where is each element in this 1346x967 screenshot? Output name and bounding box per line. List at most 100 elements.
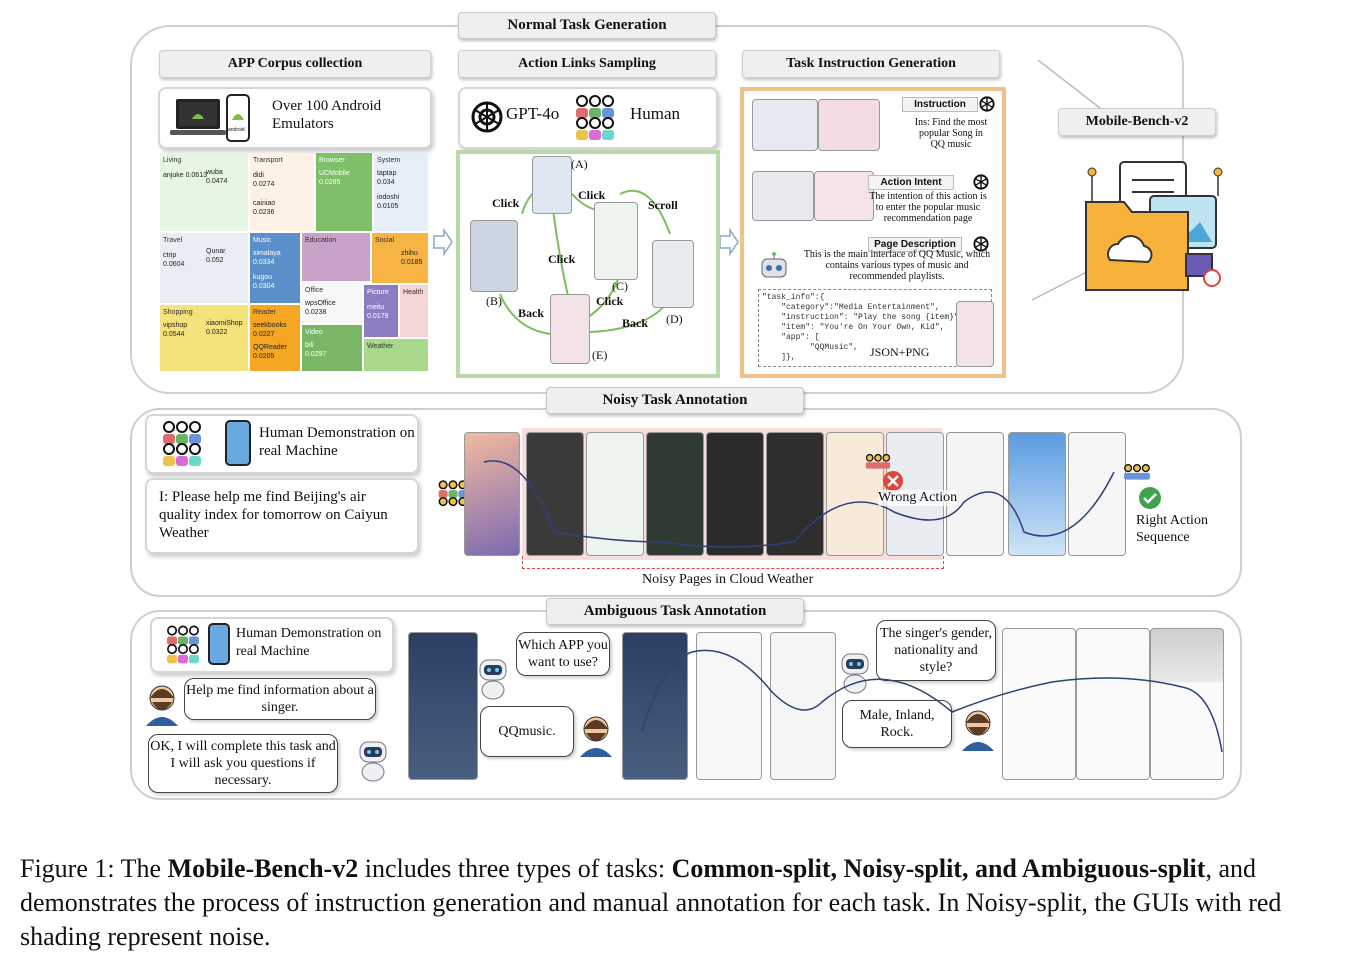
noisy-screen-11	[1068, 432, 1126, 556]
robot-icon	[359, 741, 387, 782]
folder-icon	[1085, 161, 1223, 291]
stage-arrow-2	[719, 228, 739, 256]
intent-text: The intention of this action is to enter…	[869, 191, 987, 224]
tg-screen-2	[818, 99, 880, 151]
phone-icon	[208, 623, 230, 665]
tm-transport: Transport didi 0.0274 cainiao 0.0236	[250, 153, 314, 231]
tm-travel: Travel ctrip 0.0604 Qunar 0.052	[160, 233, 248, 303]
noisy-screen-7	[826, 432, 884, 556]
bot-bubble-1: OK, I will complete this task and I will…	[148, 734, 338, 793]
label-b: (B)	[486, 294, 502, 308]
human-label: Human	[630, 104, 681, 123]
robot-icon	[761, 252, 787, 278]
noisy-trajectory	[483, 460, 1115, 548]
emulator-card: android Over 100 Android Emulators	[158, 87, 432, 149]
noisy-screen-5	[706, 432, 764, 556]
people-icon	[167, 625, 199, 664]
noisy-instruction-text: I: Please help me find Beijing's air qua…	[159, 489, 388, 541]
gpt-label: GPT-4o	[506, 104, 560, 123]
ambiguous-section-title: Ambiguous Task Annotation	[546, 598, 804, 625]
amb-screen-1	[408, 632, 478, 780]
openai-icon-3	[973, 236, 989, 252]
page-desc-text: This is the main interface of QQ Music, …	[803, 249, 991, 282]
phone-icon	[226, 94, 250, 142]
user-bubble-1: Help me find information about a singer.	[184, 678, 376, 720]
tm-office: Office wpsOffice 0.0238	[302, 283, 362, 323]
label-c: (C)	[612, 279, 628, 293]
noisy-pages-bracket	[522, 556, 944, 569]
edge-label-click-3: Click	[548, 252, 576, 266]
tm-video: Video bili 0.0297	[302, 325, 362, 371]
json-line-2: "category":"Media Entertainment",	[762, 303, 940, 312]
wrong-action-label: Wrong Action	[878, 490, 958, 506]
phone-icon	[225, 420, 251, 466]
ambiguous-human-text: Human Demonstration on real Machine	[236, 626, 382, 659]
ambiguous-trajectory	[641, 649, 1223, 753]
bot-bubble-2: Which APP you want to use?	[516, 632, 610, 676]
people-icon	[163, 421, 201, 466]
normal-section-title: Normal Task Generation	[458, 12, 716, 39]
tm-picture: Picture meitu 0.0179	[364, 285, 398, 337]
amb-screen-2	[622, 632, 688, 780]
tg-screen-4	[814, 171, 874, 221]
noisy-screen-4	[646, 432, 704, 556]
noisy-screen-6	[766, 432, 824, 556]
noisy-instruction-card: I: Please help me find Beijing's air qua…	[145, 478, 419, 554]
amb-screen-3	[696, 632, 762, 780]
json-png-label: JSON+PNG	[870, 345, 930, 359]
wrong-icon	[883, 471, 903, 491]
edge-label-back-2: Back	[622, 316, 649, 330]
mobile-bench-title: Mobile-Bench-v2	[1058, 108, 1216, 136]
figure-caption: Figure 1: The Mobile-Bench-v2 includes t…	[20, 854, 1282, 951]
tm-weather: Weather	[364, 339, 428, 371]
tm-browser: Browser UCMobile 0.0285	[316, 153, 372, 231]
tg-screen-1	[752, 99, 818, 151]
screen-e	[550, 294, 590, 364]
corpus-title: APP Corpus collection	[159, 50, 431, 78]
noisy-pages-label: Noisy Pages in Cloud Weather	[642, 572, 814, 587]
treemap: Living anjuke 0.0613 wuba 0.0474 Transpo…	[160, 153, 428, 371]
gpt-human-card: GPT-4o Human	[458, 87, 718, 149]
instruction-label: Instruction	[902, 97, 978, 112]
screen-a	[532, 156, 572, 214]
tm-shopping: Shopping vipshop 0.0544 xiaomiShop 0.032…	[160, 305, 248, 371]
robot-icon	[479, 659, 507, 700]
person-avatar-icon	[962, 710, 994, 751]
instruction-text: Ins: Find the most popular Song in QQ mu…	[914, 117, 988, 150]
label-a: (A)	[571, 157, 588, 171]
edge-label-click-1: Click	[492, 196, 520, 210]
amb-screen-5	[1002, 628, 1076, 780]
tm-system: System taptap 0.034 iodoshi 0.0105	[374, 153, 428, 231]
people-icon	[576, 95, 614, 140]
tm-social: Social zhihu 0.0185	[372, 233, 428, 283]
task-gen-panel: Instruction Ins: Find the most popular S…	[740, 87, 1006, 378]
emulator-text: Over 100 Android Emulators	[272, 98, 382, 132]
links-title: Action Links Sampling	[458, 50, 716, 78]
tm-education: Education	[302, 233, 370, 281]
json-line-7: ]},	[762, 353, 796, 362]
json-line-6: "QQMusic",	[762, 343, 859, 352]
edge-label-click-2: Click	[578, 188, 606, 202]
json-line-3: "instruction": "Play the song {item}"	[762, 313, 959, 322]
json-line-4: "item": "You're On Your Own, Kid",	[762, 323, 945, 332]
openai-icon-1	[979, 96, 995, 112]
amb-screen-7	[1150, 628, 1224, 780]
label-d: (D)	[666, 312, 683, 326]
people-icon	[1124, 464, 1150, 480]
noisy-human-card: Human Demonstration on real Machine	[145, 414, 419, 474]
noisy-screen-1	[464, 432, 520, 556]
edge-label-scroll: Scroll	[648, 198, 678, 212]
right-action-label: Right Action Sequence	[1136, 513, 1208, 545]
tg-screen-5	[956, 301, 994, 367]
tm-living: Living anjuke 0.0613 wuba 0.0474	[160, 153, 248, 231]
person-avatar-icon	[580, 716, 612, 757]
amb-screen-6	[1076, 628, 1150, 780]
tg-screen-3	[752, 171, 814, 221]
screen-d	[652, 240, 694, 308]
tm-music: Music ximalaya 0.0334 kugou 0.0304	[250, 233, 300, 303]
tm-health: Health	[400, 285, 428, 337]
page-desc-label: Page Description	[868, 237, 962, 252]
ambiguous-human-card: Human Demonstration on real Machine	[150, 617, 394, 673]
tm-reader: Reader seekbooks 0.0227 QQReader 0.0205	[250, 305, 300, 371]
people-icon	[438, 480, 468, 507]
